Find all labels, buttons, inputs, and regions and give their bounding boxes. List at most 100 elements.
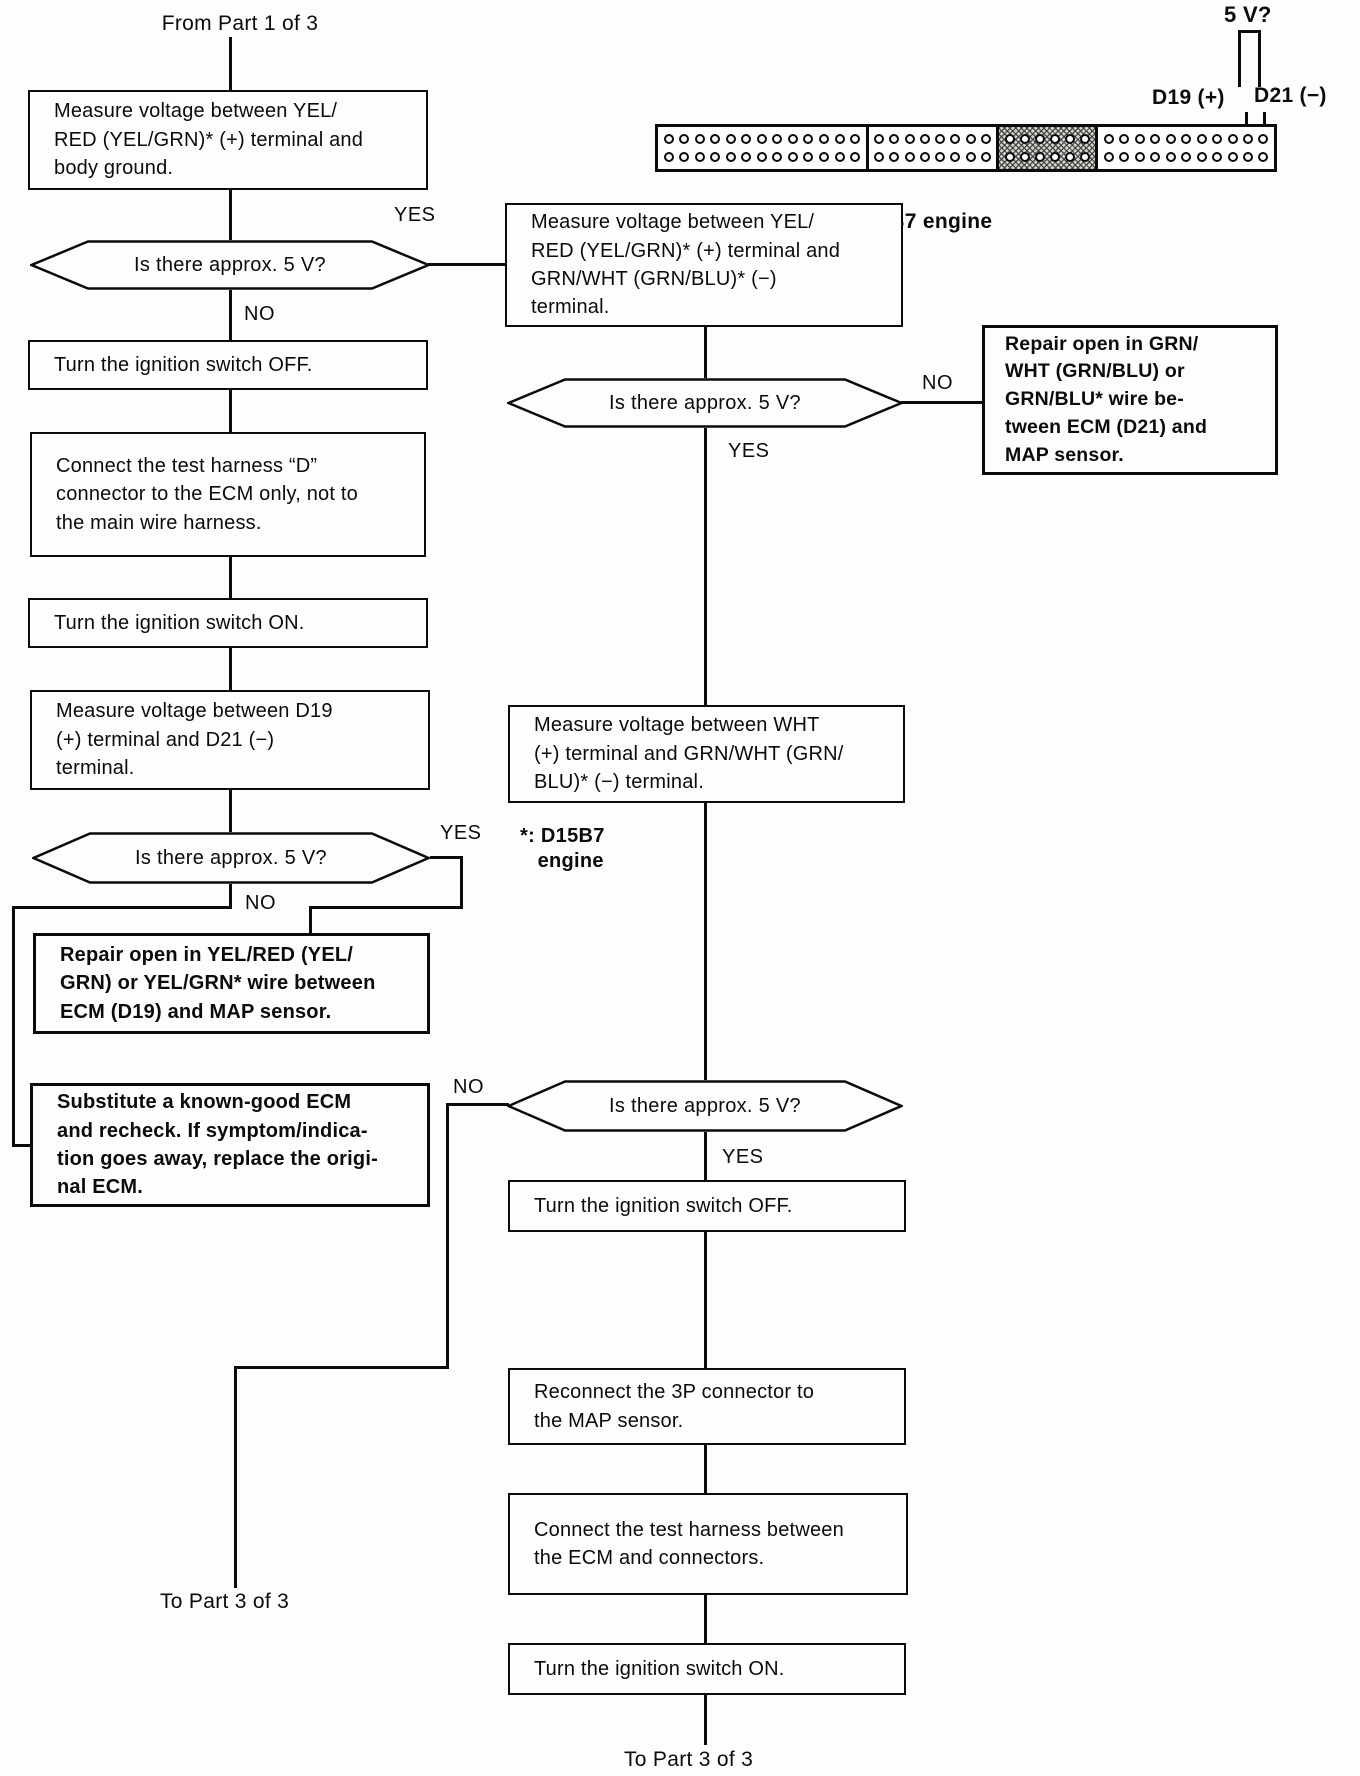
flow-line <box>234 1366 449 1369</box>
connector-hole <box>679 151 690 162</box>
decision-label: Is there approx. 5 V? <box>135 846 327 869</box>
connector-hole <box>1034 134 1045 145</box>
process-ignition-off-right: Turn the ignition switch OFF. <box>508 1180 906 1232</box>
connector-hole <box>1150 134 1161 145</box>
flow-line <box>704 1132 707 1180</box>
connector-hole <box>1049 134 1060 145</box>
connector-hole <box>1119 134 1130 145</box>
connector-hole <box>1019 151 1030 162</box>
flow-line <box>901 401 982 404</box>
connector-hole <box>710 134 721 145</box>
connector-hole-row <box>658 134 866 145</box>
connector-hole <box>756 134 767 145</box>
connector-hole-row <box>1098 151 1274 162</box>
branch-no-label-1: NO <box>244 303 275 325</box>
decision-approx-5v-4: Is there approx. 5 V? <box>507 1080 903 1132</box>
connector-hole <box>679 134 690 145</box>
connector-hole-row <box>658 151 866 162</box>
process-ignition-on-right: Turn the ignition switch ON. <box>508 1643 906 1695</box>
bracket-line <box>1258 30 1261 87</box>
flow-line <box>229 37 232 90</box>
process-measure-body-ground: Measure voltage between YEL/ RED (YEL/GR… <box>28 90 428 190</box>
flow-line <box>234 1366 237 1588</box>
flow-line <box>309 906 463 909</box>
connector-hole <box>834 134 845 145</box>
connector-hole <box>663 151 674 162</box>
connector-hole <box>919 151 930 162</box>
connector-hole <box>904 134 915 145</box>
process-ignition-off-left: Turn the ignition switch OFF. <box>28 340 428 390</box>
connector-hole <box>694 134 705 145</box>
connector-hole <box>1119 151 1130 162</box>
process-measure-d19-d21: Measure voltage between D19 (+) terminal… <box>30 690 430 790</box>
connector-hole <box>834 151 845 162</box>
connector-hole <box>1004 151 1015 162</box>
branch-yes-label-1: YES <box>394 204 436 226</box>
flow-line <box>704 1232 707 1368</box>
branch-no-label-3: NO <box>922 372 953 394</box>
connector-hole <box>1049 151 1060 162</box>
connector-hole <box>873 151 884 162</box>
flow-line <box>12 906 15 1147</box>
flow-line <box>704 1595 707 1643</box>
to-part-label-bottom: To Part 3 of 3 <box>624 1748 754 1771</box>
connector-hole <box>1181 134 1192 145</box>
branch-yes-label-3: YES <box>728 440 770 462</box>
pin-d19-label: D19 (+) <box>1152 86 1225 109</box>
connector-section-1 <box>658 127 869 169</box>
connector-hole <box>919 134 930 145</box>
branch-no-label-2: NO <box>245 892 276 914</box>
flow-line <box>309 906 312 933</box>
decision-label: Is there approx. 5 V? <box>609 391 801 414</box>
connector-hole <box>904 151 915 162</box>
connector-hole <box>741 134 752 145</box>
process-connect-harness-between: Connect the test harness between the ECM… <box>508 1493 908 1595</box>
flow-line <box>430 856 463 859</box>
connector-hole <box>1227 151 1238 162</box>
action-substitute-ecm: Substitute a known-good ECM and recheck.… <box>30 1083 430 1207</box>
connector-hole <box>663 134 674 145</box>
connector-hole <box>1134 151 1145 162</box>
connector-section-4 <box>1098 127 1274 169</box>
connector-hole <box>1212 151 1223 162</box>
branch-yes-label-2: YES <box>440 822 482 844</box>
connector-hole <box>1034 151 1045 162</box>
connector-hole <box>981 151 992 162</box>
process-measure-wht: Measure voltage between WHT (+) terminal… <box>508 705 905 803</box>
flow-line <box>704 803 707 1080</box>
process-measure-yelred-grnwht: Measure voltage between YEL/ RED (YEL/GR… <box>505 203 903 327</box>
connector-hole <box>725 151 736 162</box>
flow-line <box>704 1695 707 1745</box>
connector-hole <box>1080 151 1091 162</box>
process-reconnect-3p: Reconnect the 3P connector to the MAP se… <box>508 1368 906 1445</box>
connector-hole <box>889 134 900 145</box>
connector-hole <box>1019 134 1030 145</box>
branch-no-label-4: NO <box>453 1076 484 1098</box>
connector-hole <box>850 151 861 162</box>
branch-yes-label-4: YES <box>722 1146 764 1168</box>
connector-hole <box>965 151 976 162</box>
action-repair-grn-wht: Repair open in GRN/ WHT (GRN/BLU) or GRN… <box>982 325 1278 475</box>
connector-hole-row <box>999 134 1095 145</box>
engine-note-mid: *: D15B7 engine <box>520 825 605 872</box>
connector-hole <box>710 151 721 162</box>
connector-hole <box>1165 151 1176 162</box>
decision-approx-5v-1: Is there approx. 5 V? <box>30 240 430 290</box>
connector-hole <box>981 134 992 145</box>
flow-line <box>704 1445 707 1493</box>
connector-hole <box>772 134 783 145</box>
ecm-connector <box>655 124 1277 172</box>
connector-hole <box>803 134 814 145</box>
connector-section-3 <box>999 127 1099 169</box>
connector-hole <box>1196 134 1207 145</box>
connector-hole <box>1065 151 1075 162</box>
connector-hole-row <box>869 151 997 162</box>
decision-label: Is there approx. 5 V? <box>134 253 326 276</box>
connector-hole <box>772 151 783 162</box>
flow-line <box>229 790 232 832</box>
connector-hole <box>1080 134 1091 145</box>
connector-hole <box>1004 134 1015 145</box>
flow-line <box>229 290 232 340</box>
flow-line <box>229 390 232 432</box>
